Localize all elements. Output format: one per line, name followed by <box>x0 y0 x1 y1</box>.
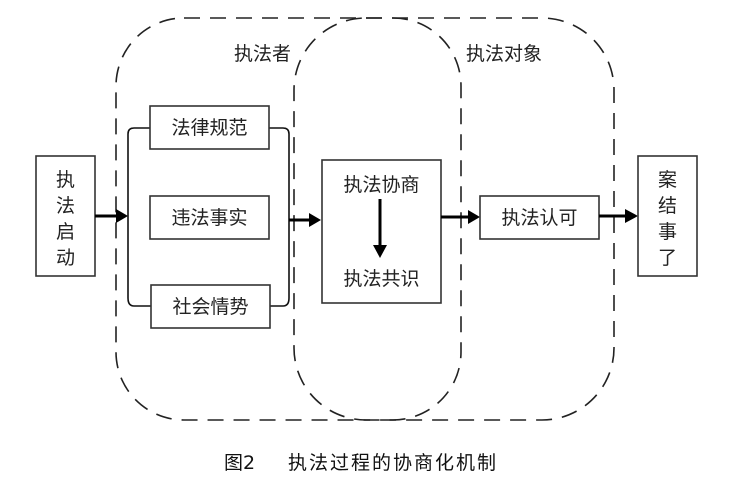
figure-caption: 执法过程的协商化机制 <box>288 452 498 474</box>
arrow-approval-to-closure-head <box>625 209 638 223</box>
figure-number: 图2 <box>224 452 255 474</box>
region-enforcer-label: 执法者 <box>234 43 291 65</box>
arrow-start-to-factors-head <box>116 209 128 223</box>
node-approval-label: 执法认可 <box>501 207 577 229</box>
node-legal-norms-box <box>149 105 270 150</box>
node-illegal-facts-label: 违法事实 <box>171 207 247 229</box>
node-negotiation-label: 执法协商 <box>343 174 419 196</box>
node-closure-char-2: 结 <box>658 195 677 217</box>
region-target-label: 执法对象 <box>466 43 542 65</box>
node-start-char-2: 法 <box>56 195 75 217</box>
node-start-char-3: 启 <box>56 221 75 243</box>
node-consensus-label: 执法共识 <box>343 268 419 290</box>
node-legal-norms-label: 法律规范 <box>171 117 247 139</box>
node-start-box <box>35 155 96 277</box>
arrow-factors-to-negotiation-head <box>309 213 321 227</box>
node-closure-box <box>637 155 698 277</box>
arrow-consensus-to-approval-head <box>468 210 480 224</box>
node-approval-box <box>479 195 600 240</box>
node-start-char-4: 动 <box>56 247 75 269</box>
arrow-negotiation-to-consensus-head <box>373 245 387 258</box>
node-closure-char-4: 了 <box>658 247 677 269</box>
node-closure-char-1: 案 <box>658 169 677 191</box>
node-closure-char-3: 事 <box>658 221 677 243</box>
node-social-situation-box <box>150 284 271 329</box>
factors-left-bracket <box>127 127 151 307</box>
node-social-situation-label: 社会情势 <box>172 296 248 318</box>
factors-right-bracket <box>269 127 290 307</box>
region-enforcer-boundary <box>115 17 462 421</box>
node-start-char-1: 执 <box>56 169 75 191</box>
node-illegal-facts-box <box>149 195 270 240</box>
